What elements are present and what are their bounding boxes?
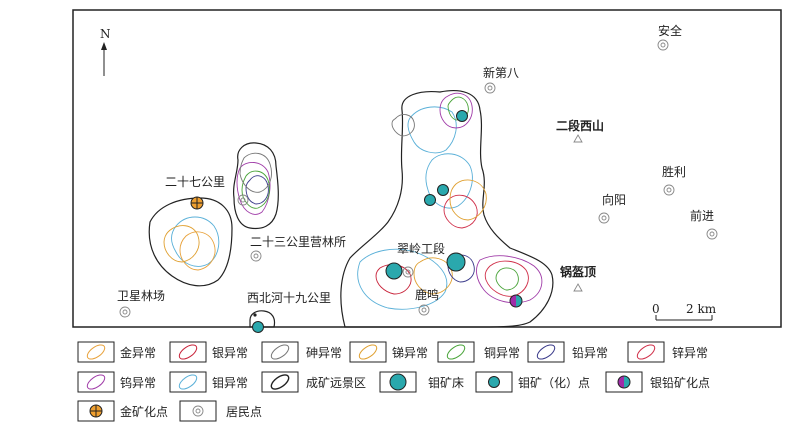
legend-copper: 铜异常 — [484, 345, 520, 360]
copper-anomaly-icon — [446, 344, 466, 360]
settlement-icon — [598, 212, 610, 224]
legend-silver: 银异常 — [212, 346, 248, 360]
prospect-area-main — [340, 89, 554, 328]
label-ershisan: 二十三公里营林所 — [250, 235, 346, 249]
legend-gold: 金异常 — [120, 345, 156, 360]
mo-point — [456, 110, 468, 122]
settlement-icon — [484, 82, 496, 94]
agpb-occurrence-icon — [509, 294, 523, 308]
scale-distance: 2 km — [686, 302, 717, 316]
mo-occurrence-icon — [488, 376, 500, 388]
point-marker — [253, 313, 257, 317]
north-label: N — [100, 27, 111, 41]
label-qianjin: 前进 — [690, 208, 714, 223]
arsenic-anomaly-icon — [270, 344, 290, 360]
settlement-icon — [237, 194, 249, 206]
au-occurrence-icon — [190, 196, 204, 210]
legend-arsenic: 砷异常 — [306, 346, 342, 360]
settlement-icon — [119, 306, 131, 318]
mo-deposit-west — [385, 262, 403, 280]
tungsten-anomaly-icon — [86, 374, 106, 390]
settlements — [119, 39, 718, 318]
au-legend-icon — [89, 404, 103, 418]
north-arrow-icon — [101, 42, 107, 76]
agpb-legend-icon — [617, 375, 631, 389]
mo-deposit-icon — [389, 373, 407, 391]
prospect-area-icon — [270, 374, 290, 390]
legend-agpb-point: 银铅矿化点 — [650, 376, 710, 390]
legend: 金异常 银异常 砷异常 锑异常 铜异常 铅异常 锌异常 钨异常 钼异常 成矿远景… — [77, 341, 710, 422]
label-weixing: 卫星林场 — [117, 289, 165, 303]
legend-molybdenum: 钼异常 — [212, 376, 248, 390]
peak-icons — [573, 134, 583, 292]
label-xibeihe: 西北河十九公里 — [247, 291, 331, 305]
settlement-icon — [657, 39, 669, 51]
mo-point — [437, 184, 449, 196]
label-shengli: 胜利 — [662, 164, 686, 179]
settlement-icon — [706, 228, 718, 240]
label-cuiling: 翠岭工段 — [397, 241, 445, 256]
mo-occurrences — [252, 110, 468, 333]
peak-icon — [573, 283, 583, 292]
legend-tungsten: 钨异常 — [120, 375, 156, 390]
settlement-icon — [663, 184, 675, 196]
peak-icon — [573, 134, 583, 143]
settlement-legend-icon — [192, 405, 204, 417]
scale-zero: 0 — [652, 302, 660, 316]
label-ershiqi: 二十七公里 — [165, 175, 225, 189]
label-luming: 鹿鸣 — [415, 287, 439, 302]
label-xindiba: 新第八 — [483, 65, 519, 80]
mo-point — [252, 321, 264, 333]
legend-settlement: 居民点 — [226, 405, 262, 419]
mo-point — [424, 194, 436, 206]
settlement-icon — [402, 266, 414, 278]
label-erduanxishan: 二段西山 — [556, 118, 604, 133]
legend-zinc: 锌异常 — [672, 346, 708, 360]
anomaly-contours — [163, 92, 543, 310]
legend-antimony: 锑异常 — [392, 346, 428, 360]
prospect-area-south — [249, 310, 276, 328]
settlement-icon — [250, 250, 262, 262]
label-anquan: 安全 — [658, 23, 682, 38]
label-guokuiding: 锅盔顶 — [560, 264, 596, 279]
mo-deposits — [385, 252, 466, 280]
legend-mo-point: 钼矿（化）点 — [518, 376, 590, 390]
molybdenum-anomaly-icon — [178, 374, 198, 390]
legend-mo-deposit: 钼矿床 — [428, 376, 464, 390]
legend-au-point: 金矿化点 — [120, 404, 168, 419]
label-xiangyang: 向阳 — [602, 192, 626, 207]
legend-lead: 铅异常 — [572, 346, 608, 360]
antimony-anomaly-icon — [358, 344, 378, 360]
legend-prospect: 成矿远景区 — [306, 376, 366, 390]
lead-anomaly-icon — [536, 344, 556, 360]
prospect-area-north — [232, 142, 279, 230]
gold-anomaly-icon — [86, 344, 106, 360]
zinc-anomaly-icon — [636, 344, 656, 360]
silver-anomaly-icon — [178, 344, 198, 360]
mo-deposit-cuiling — [446, 252, 466, 272]
scale-bar — [655, 315, 713, 321]
settlement-icon — [418, 304, 430, 316]
